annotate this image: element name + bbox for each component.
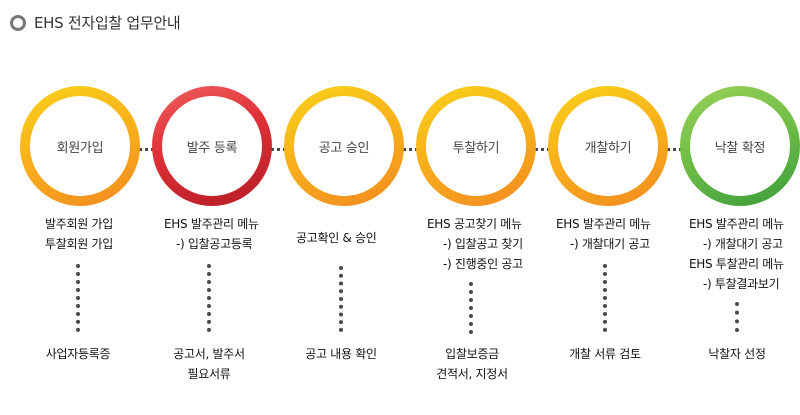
requirement-line: 견적서, 지정서 xyxy=(436,367,508,381)
step-circle: 개찰하기 xyxy=(548,86,668,206)
step-label: 개찰하기 xyxy=(584,140,632,156)
step-vertical-connector xyxy=(76,264,80,332)
step-requirements: 공고서, 발주서 필요서류 xyxy=(139,344,279,384)
step-circle: 회원가입 xyxy=(20,86,140,206)
detail-line: EHS 공고찾기 메뉴 xyxy=(427,217,522,231)
step-details: EHS 발주관리 메뉴 -) 입찰공고등록 xyxy=(164,214,259,254)
step-vertical-connector xyxy=(603,264,607,332)
step-requirements: 공고 내용 확인 xyxy=(271,344,411,364)
step-vertical-connector xyxy=(339,266,343,332)
step-requirements: 사업자등록증 xyxy=(8,344,148,364)
step-details: 공고확인 & 승인 xyxy=(296,228,377,248)
step-circle: 발주 등록 xyxy=(152,86,272,206)
step-vertical-connector xyxy=(469,282,473,334)
requirement-line: 낙찰자 선정 xyxy=(708,347,766,361)
detail-line: EHS 발주관리 메뉴 xyxy=(556,217,651,231)
detail-line: 발주회원 가입 xyxy=(45,217,113,231)
detail-line: EHS 투찰관리 메뉴 xyxy=(689,257,784,271)
step-details: 발주회원 가입 투찰회원 가입 xyxy=(45,214,113,254)
step-label: 투찰하기 xyxy=(452,140,500,156)
requirement-line: 입찰보증금 xyxy=(445,347,499,361)
step-vertical-connector xyxy=(735,302,739,332)
step-circle: 낙찰 확정 xyxy=(680,86,800,206)
requirement-line: 개찰 서류 검토 xyxy=(569,347,641,361)
detail-line: -) 개찰대기 공고 xyxy=(703,237,783,251)
step-bid-opening: 개찰하기 xyxy=(548,86,668,206)
step-connector xyxy=(534,148,558,151)
detail-line: EHS 발주관리 메뉴 xyxy=(164,217,259,231)
step-details: EHS 발주관리 메뉴 -) 개찰대기 공고 EHS 투찰관리 메뉴 -) 투찰… xyxy=(689,214,784,294)
detail-line: 투찰회원 가입 xyxy=(45,237,113,251)
step-member-join: 회원가입 xyxy=(20,86,140,206)
step-award-confirm: 낙찰 확정 xyxy=(680,86,800,206)
page-header: EHS 전자입찰 업무안내 xyxy=(10,12,181,33)
step-connector xyxy=(402,148,426,151)
detail-line: -) 진행중인 공고 xyxy=(443,257,523,271)
step-circle: 투찰하기 xyxy=(416,86,536,206)
step-requirements: 낙찰자 선정 xyxy=(667,344,800,364)
detail-line: -) 투찰결과보기 xyxy=(703,277,780,291)
circle-bullet-icon xyxy=(10,14,26,31)
step-bidding: 투찰하기 xyxy=(416,86,536,206)
step-label: 발주 등록 xyxy=(186,140,238,156)
requirement-line: 공고서, 발주서 xyxy=(173,347,245,361)
step-requirements: 개찰 서류 검토 xyxy=(535,344,675,364)
step-label: 낙찰 확정 xyxy=(714,140,766,156)
detail-line: 공고확인 & 승인 xyxy=(296,231,377,245)
step-details: EHS 공고찾기 메뉴 -) 입찰공고 찾기 -) 진행중인 공고 xyxy=(427,214,523,274)
step-notice-approval: 공고 승인 xyxy=(284,86,404,206)
detail-line: -) 입찰공고 찾기 xyxy=(443,237,523,251)
step-order-register: 발주 등록 xyxy=(152,86,272,206)
step-requirements: 입찰보증금 견적서, 지정서 xyxy=(402,344,542,384)
step-vertical-connector xyxy=(207,264,211,332)
page-title: EHS 전자입찰 업무안내 xyxy=(34,14,181,32)
step-connector xyxy=(270,148,294,151)
step-circle: 공고 승인 xyxy=(284,86,404,206)
step-connector xyxy=(138,148,162,151)
step-details: EHS 발주관리 메뉴 -) 개찰대기 공고 xyxy=(556,214,651,254)
detail-line: -) 입찰공고등록 xyxy=(176,237,253,251)
step-connector xyxy=(666,148,690,151)
detail-line: -) 개찰대기 공고 xyxy=(570,237,650,251)
requirement-line: 필요서류 xyxy=(187,367,231,381)
detail-line: EHS 발주관리 메뉴 xyxy=(689,217,784,231)
requirement-line: 공고 내용 확인 xyxy=(305,347,377,361)
step-label: 회원가입 xyxy=(56,140,104,156)
requirement-line: 사업자등록증 xyxy=(45,347,111,361)
step-label: 공고 승인 xyxy=(318,140,370,156)
